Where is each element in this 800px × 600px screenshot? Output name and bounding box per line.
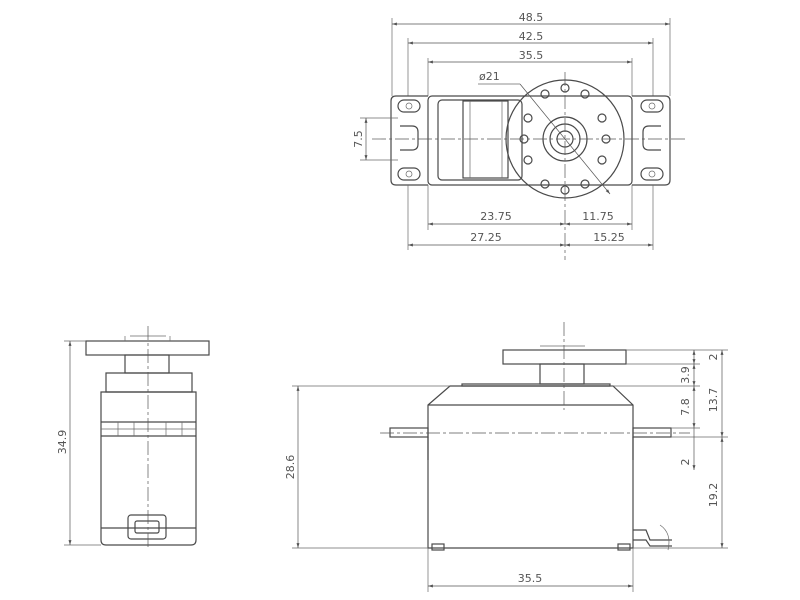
dim-19-2: 19.2 xyxy=(707,483,720,508)
dim-top-48-5: 48.5 xyxy=(519,11,544,24)
dim-3-9: 3.9 xyxy=(679,366,692,384)
dim-34-9: 34.9 xyxy=(56,430,69,455)
dim-top-35-5: 35.5 xyxy=(519,49,544,62)
dim-diameter: ø21 xyxy=(479,70,500,83)
side-view: 34.9 xyxy=(56,326,210,550)
dim-flange-2: 2 xyxy=(679,459,692,466)
dim-28-6: 28.6 xyxy=(284,455,297,480)
top-view: 48.5 42.5 35.5 xyxy=(352,11,686,260)
dim-front-35-5: 35.5 xyxy=(518,572,543,585)
dim-23-75: 23.75 xyxy=(480,210,512,223)
dim-15-25: 15.25 xyxy=(593,231,625,244)
dim-7-5: 7.5 xyxy=(352,130,365,148)
dim-13-7: 13.7 xyxy=(707,388,720,413)
front-view: 28.6 35.5 2 3.9 7.8 2 13.7 19.2 xyxy=(284,322,728,592)
dim-7-8: 7.8 xyxy=(679,398,692,416)
dim-horn-2: 2 xyxy=(707,354,720,361)
dim-11-75: 11.75 xyxy=(582,210,614,223)
dim-27-25: 27.25 xyxy=(470,231,502,244)
dim-top-42-5: 42.5 xyxy=(519,30,544,43)
